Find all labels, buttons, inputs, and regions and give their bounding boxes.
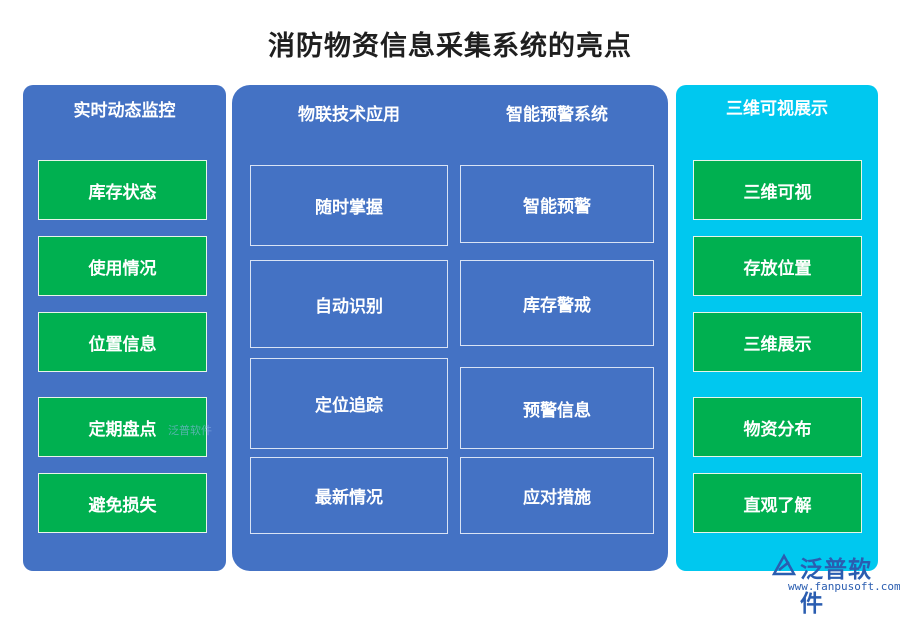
logo-icon [771,553,797,576]
brand-logo: 泛普软件 www.fanpusoft.com [770,550,900,617]
item-smart-warning: 智能预警 [460,165,654,243]
column-header-iot: 物联技术应用 [298,105,400,125]
item-real-time-grasp: 随时掌握 [250,165,448,246]
item-auto-identify: 自动识别 [250,260,448,348]
logo-url: www.fanpusoft.com [788,580,900,593]
item-3d-visual: 三维可视 [693,160,862,220]
item-location-info: 位置信息 [38,312,207,372]
column-header-warning: 智能预警系统 [506,105,608,125]
item-intuitive-understanding: 直观了解 [693,473,862,533]
item-positioning-tracking: 定位追踪 [250,358,448,449]
item-usage: 使用情况 [38,236,207,296]
item-stock-alert: 库存警戒 [460,260,654,346]
page-title: 消防物资信息采集系统的亮点 [268,31,632,62]
item-storage-location: 存放位置 [693,236,862,296]
item-material-distribution: 物资分布 [693,397,862,457]
item-warning-info: 预警信息 [460,367,654,449]
panel-header-3d: 三维可视展示 [726,99,828,119]
item-avoid-loss: 避免损失 [38,473,207,533]
item-3d-display: 三维展示 [693,312,862,372]
watermark: 泛普软件 [168,424,212,437]
item-countermeasures: 应对措施 [460,457,654,534]
item-inventory-status: 库存状态 [38,160,207,220]
panel-header-realtime: 实时动态监控 [73,101,176,121]
item-periodic-check: 定期盘点 [38,397,207,457]
item-latest-status: 最新情况 [250,457,448,534]
